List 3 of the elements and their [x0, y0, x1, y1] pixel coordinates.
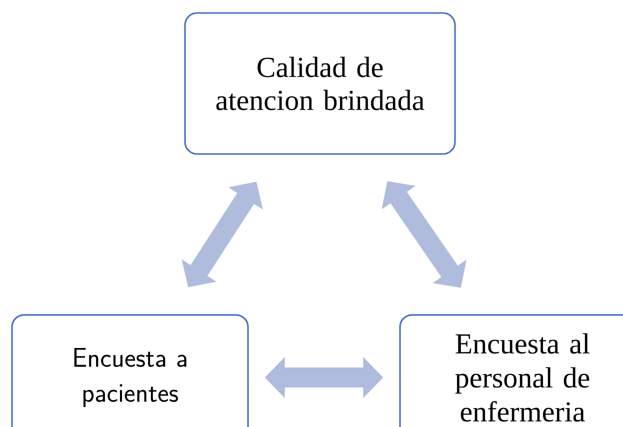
process-box: Encuesta al personal de enfermeria	[399, 314, 623, 427]
process-box: Encuesta a pacientes	[11, 314, 249, 427]
process-box: Calidad de atencion brindada	[184, 12, 456, 155]
